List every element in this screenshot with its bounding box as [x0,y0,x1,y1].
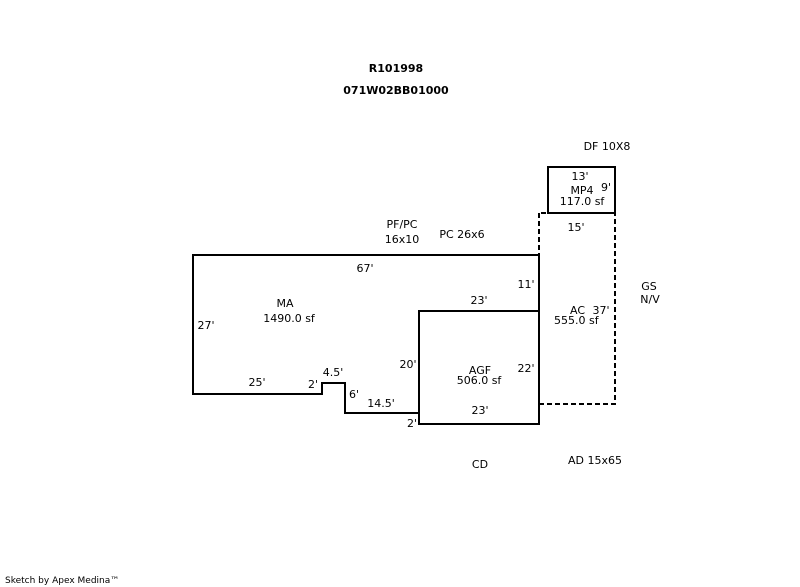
ma-code: MA [276,297,293,310]
dim-ma-bottom: 25' [248,376,265,389]
note-nv: N/V [640,293,660,306]
note-pf-pc: PF/PC [387,218,418,231]
map-number: 071W02BB01000 [343,84,449,97]
mp4-outline [547,166,616,214]
dim-ac-gap: 11' [517,278,534,291]
mp4-code: MP4 [570,184,593,197]
note-pc: PC 26x6 [439,228,484,241]
ac-code: AC [570,304,585,317]
note-cd: CD [472,458,488,471]
note-df: DF 10X8 [584,140,631,153]
note-ad: AD 15x65 [568,454,622,467]
parcel-id: R101998 [369,62,423,75]
dim-agf-top: 23' [470,294,487,307]
dim-mp4-right: 9' [601,181,611,194]
dim-mp4-top: 13' [571,170,588,183]
dim-step-horizontal: 14.5' [367,397,395,410]
agf-area: 506.0 sf [457,374,503,387]
ma-area: 1490.0 sf [263,312,316,325]
dim-agf-bottom-left: 2' [407,417,417,430]
dim-ma-top: 67' [356,262,373,275]
dim-notch-b: 4.5' [323,366,344,379]
note-gs: GS [641,280,657,293]
dim-notch-a: 2' [308,378,318,391]
agf-code: AGF [469,364,491,377]
dim-ma-left: 27' [197,319,214,332]
ac-area: 555.0 sf [554,314,600,327]
note-pf-pc-size: 16x10 [385,233,420,246]
dim-agf-right: 22' [517,362,534,375]
dim-agf-bottom: 23' [471,404,488,417]
sketch-credit: Sketch by Apex Medina™ [5,576,119,586]
dim-agf-left: 20' [399,358,416,371]
dim-ac-right: 37' [592,304,609,317]
dim-ac-top: 15' [567,221,584,234]
ma-outline [192,254,540,414]
agf-outline [418,310,540,425]
dim-step-vertical: 6' [349,388,359,401]
mp4-area: 117.0 sf [560,195,606,208]
